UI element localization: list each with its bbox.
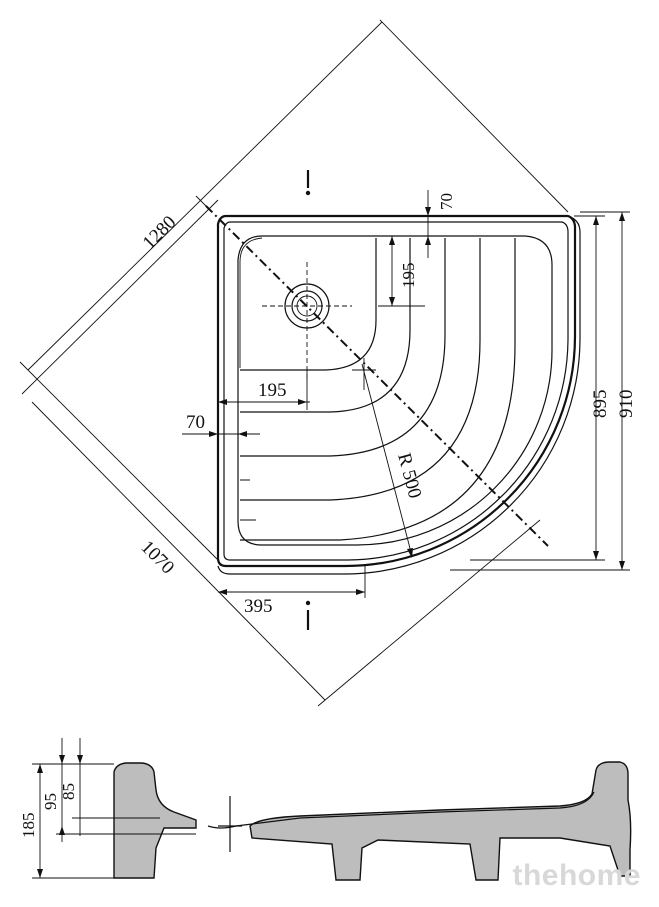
sdim-185-label: 185 xyxy=(19,813,38,839)
dim-195-v-label: 195 xyxy=(399,263,418,289)
dim-910-label: 910 xyxy=(616,390,637,419)
dim-195-h-label: 195 xyxy=(258,380,287,401)
dim-r500-label: R 500 xyxy=(393,451,425,501)
dim-1280-ext-a xyxy=(19,361,219,561)
section-left-wall xyxy=(113,762,197,879)
dim-1070-ext-b xyxy=(317,519,541,707)
dim-1280-label: 1280 xyxy=(139,212,181,254)
section-body xyxy=(249,761,632,881)
section-top-surface xyxy=(207,791,595,829)
rib-4 xyxy=(240,238,516,541)
seat-step-outline xyxy=(240,238,377,371)
tray-outer-rim xyxy=(216,214,577,568)
dim-1070-ext-a xyxy=(21,199,219,395)
dim-1280-tick xyxy=(195,195,209,209)
dim-70-left-label: 70 xyxy=(186,412,205,433)
rib-2 xyxy=(240,238,446,457)
dim-70-top-arrows xyxy=(425,207,431,245)
section-marker-top-dot xyxy=(305,190,311,196)
dim-r500-arrow xyxy=(407,548,413,558)
dim-395-label: 395 xyxy=(244,596,273,617)
seat-step-inner xyxy=(239,237,263,368)
dim-1280-line xyxy=(27,21,383,371)
sdim-85-arrows xyxy=(77,755,83,764)
dim-70-top-label: 70 xyxy=(437,193,456,210)
dim-895-label: 895 xyxy=(590,390,611,419)
basin-outline xyxy=(237,235,553,546)
section-marker-bottom-dot xyxy=(305,600,311,606)
sdim-85-label: 85 xyxy=(59,783,78,800)
sdim-95-label: 95 xyxy=(41,793,60,810)
rib-1 xyxy=(240,238,411,413)
dim-r500-line xyxy=(361,363,413,557)
dim-70-left-arrows xyxy=(209,431,247,437)
section-view: 185 95 85 xyxy=(19,738,632,881)
dim-195-h-arrows xyxy=(218,399,307,405)
diagonal-axis xyxy=(205,205,549,547)
dim-1070-label: 1070 xyxy=(136,537,178,579)
watermark-logo: thehome xyxy=(512,859,641,892)
tray-outer-edge xyxy=(217,215,581,575)
rib-3 xyxy=(240,238,481,501)
dim-1280-ext-b xyxy=(379,19,569,213)
dim-1070-line xyxy=(31,401,326,701)
plan-view: 1280 1070 895 910 70 195 195 xyxy=(19,19,637,707)
rib-stub-1 xyxy=(240,479,256,521)
tray-inner-rim xyxy=(223,221,569,561)
